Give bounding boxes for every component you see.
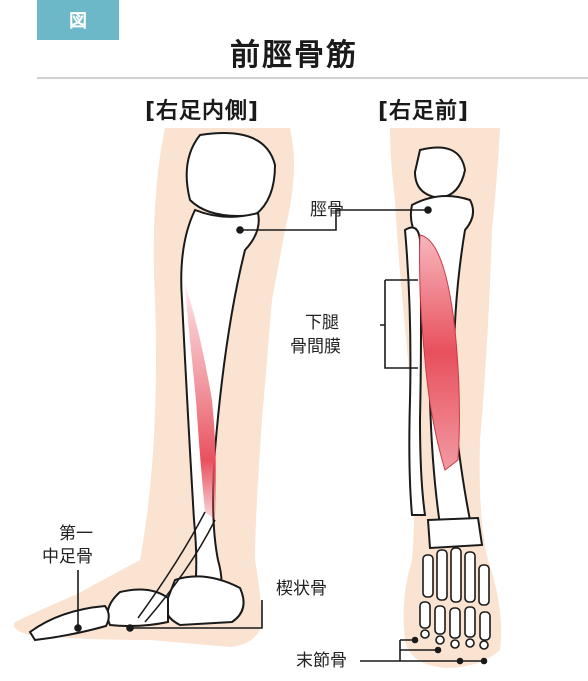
label-cuneiform: 楔状骨 (276, 578, 327, 600)
label-tibia: 脛骨 (310, 199, 344, 221)
label-interosseous-line2: 骨間膜 (290, 336, 341, 358)
label-distal-phalanges: 末節骨 (296, 650, 347, 672)
label-first-metatarsal-line2: 中足骨 (42, 546, 93, 568)
label-interosseous-line1: 下腿 (305, 312, 339, 334)
label-first-metatarsal-line1: 第一 (59, 523, 93, 545)
